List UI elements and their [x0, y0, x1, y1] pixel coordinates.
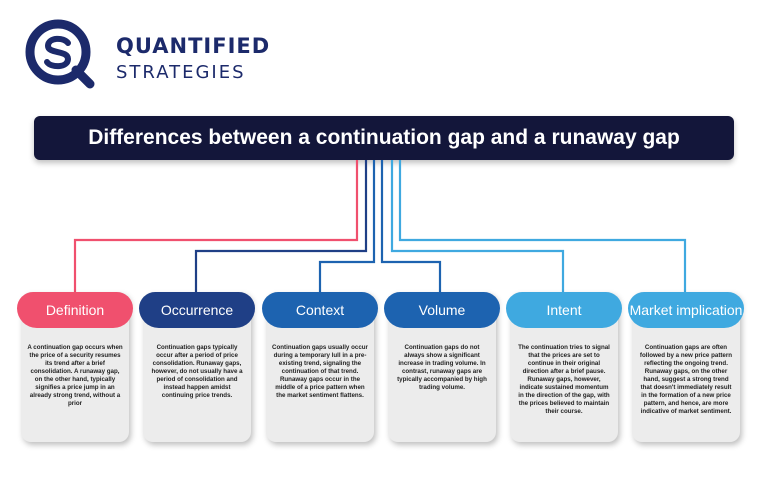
- card-header-volume: Volume: [384, 292, 500, 328]
- card-definition: Definition A continuation gap occurs whe…: [17, 292, 133, 442]
- connector-occurrence: [194, 160, 368, 292]
- card-header-market-implication: Market implication: [628, 292, 744, 328]
- card-text-volume: Continuation gaps do not always show a s…: [397, 344, 487, 391]
- page-title: Differences between a continuation gap a…: [88, 126, 680, 149]
- card-intent: Intent The continuation tries to signal …: [506, 292, 622, 442]
- card-text-context: Continuation gaps usually occur during a…: [272, 344, 368, 399]
- title-bar: Differences between a continuation gap a…: [34, 116, 734, 160]
- card-context: Context Continuation gaps usually occur …: [262, 292, 378, 442]
- card-text-definition: A continuation gap occurs when the price…: [27, 344, 123, 407]
- card-header-context: Context: [262, 292, 378, 328]
- logo-text-quantified: QUANTIFIED: [116, 34, 271, 58]
- card-text-intent: The continuation tries to signal that th…: [518, 344, 610, 415]
- card-header-occurrence: Occurrence: [139, 292, 255, 328]
- connector-context: [318, 160, 376, 292]
- card-text-market-implication: Continuation gaps are often followed by …: [639, 344, 733, 415]
- card-text-occurrence: Continuation gaps typically occur after …: [151, 344, 243, 399]
- connector-definition: [73, 160, 359, 292]
- connector-volume: [380, 160, 442, 292]
- logo: QUANTIFIED STRATEGIES: [24, 18, 269, 90]
- quantified-strategies-logo-icon: [25, 19, 95, 89]
- connector-market-implication: [398, 160, 687, 292]
- card-volume: Volume Continuation gaps do not always s…: [384, 292, 500, 442]
- card-header-intent: Intent: [506, 292, 622, 328]
- card-market-implication: Market implication Continuation gaps are…: [628, 292, 744, 442]
- connector-intent: [390, 160, 565, 292]
- card-header-definition: Definition: [17, 292, 133, 328]
- card-occurrence: Occurrence Continuation gaps typically o…: [139, 292, 255, 442]
- logo-text-strategies: STRATEGIES: [116, 62, 246, 83]
